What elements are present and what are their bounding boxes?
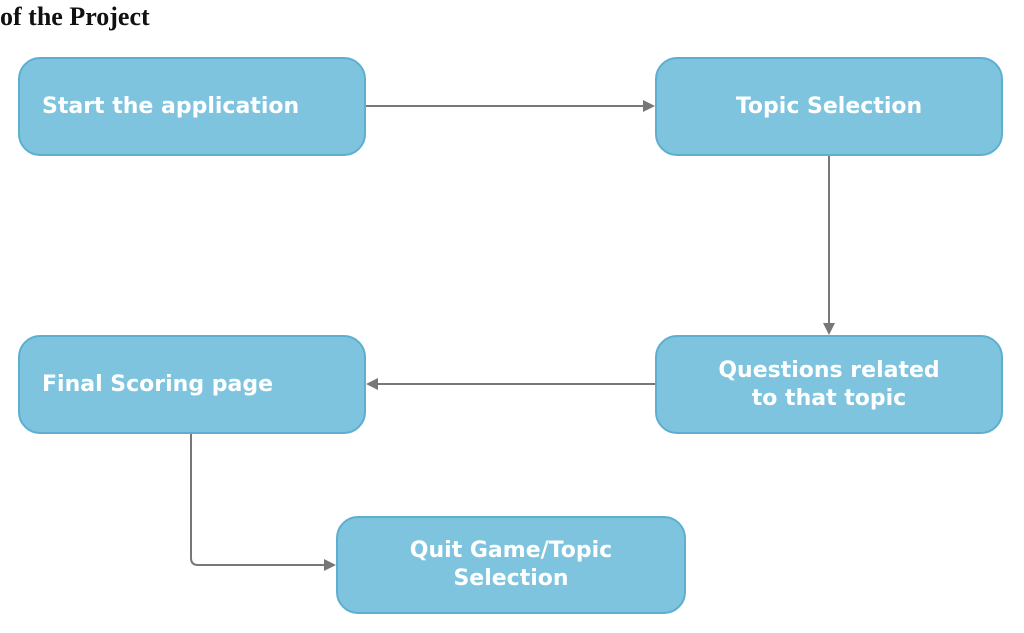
node-topic-selection: Topic Selection (655, 57, 1003, 156)
node-label: Topic Selection (735, 93, 923, 119)
node-label: Final Scoring page (42, 371, 273, 397)
node-label: Start the application (42, 93, 300, 119)
node-start-application: Start the application (18, 57, 366, 156)
node-label: Quit Game/Topic Selection (409, 538, 613, 591)
node-label: Questions related to that topic (718, 357, 940, 411)
page-title: of the Project (0, 2, 150, 31)
node-final-scoring: Final Scoring page (18, 335, 366, 434)
node-questions-related: Questions related to that topic (655, 335, 1003, 434)
node-quit-game: Quit Game/Topic Selection (336, 516, 686, 614)
arrow-final-to-quit (190, 434, 336, 571)
